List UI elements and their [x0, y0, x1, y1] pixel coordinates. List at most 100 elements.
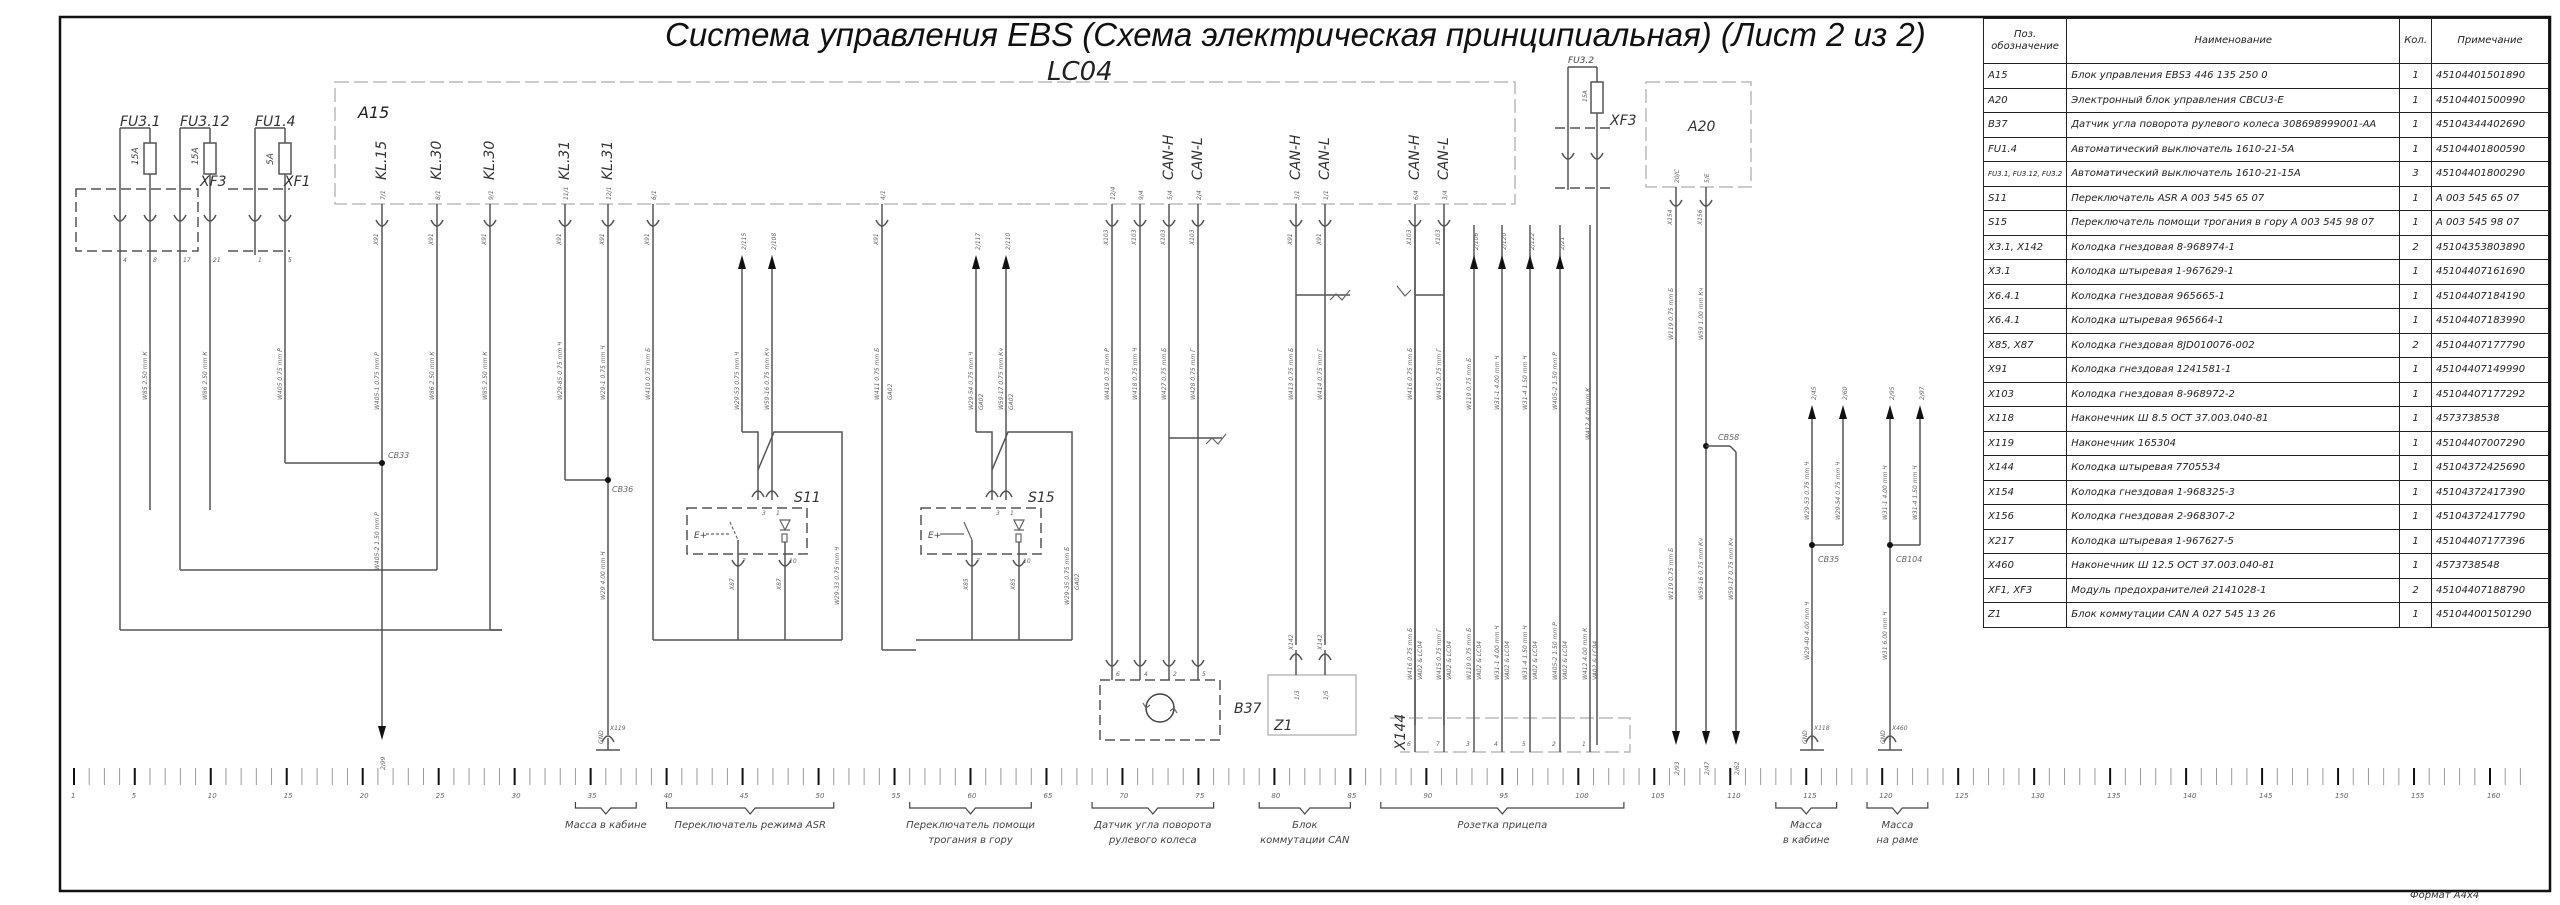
switch-label: S15 [1028, 490, 1055, 506]
wire-note: GA02 [887, 383, 894, 400]
pin-number: 7 [742, 558, 746, 565]
pin-number: 4/1 [880, 190, 887, 200]
wire-label: W31-4 1.50 mm Ч [1522, 356, 1529, 410]
bom-cell-name: Колодка гнездовая 1-968325-3 [2066, 479, 2401, 505]
wire-label: W405-2 1.50 mm Р [374, 512, 381, 570]
connector-label: X91 [481, 233, 488, 246]
wire-label: W119 0.75 mm Б [1668, 288, 1675, 340]
wire-label: W31-1 4.00 mm Ч [1494, 356, 1501, 410]
wire-label: W59 1.00 mm Кч [1698, 287, 1705, 340]
connector-label: X91 [1316, 233, 1323, 246]
bom-cell-pos: X119 [1982, 430, 2068, 456]
ruler-number: 10 [208, 792, 217, 800]
connector-socket-icon [143, 214, 157, 222]
bom-cell-qty: 1 [2399, 455, 2432, 481]
zone-brace [909, 802, 1032, 815]
ruler-number: 115 [1803, 792, 1817, 800]
ruler-number: 120 [1879, 792, 1893, 800]
pin-number: 12/4 [1110, 186, 1117, 200]
bom-cell-qty: 1 [2399, 553, 2432, 579]
bom-cell-note: 45104401500990 [2431, 87, 2549, 113]
bom-cell-note: 45104372425690 [2431, 455, 2549, 481]
ruler-number: 30 [512, 792, 521, 800]
connector-label: X154 [1667, 209, 1674, 226]
ruler-number: 45 [740, 792, 749, 800]
block-a15: A15KL.157/1X91KL.308/1X91KL.309/1X91KL.3… [334, 81, 1516, 246]
connector-label: X91 [373, 233, 380, 246]
zone-label: трогания в гору [928, 835, 1014, 846]
connector-socket-icon [1012, 559, 1026, 567]
wire-note: VA02 & LC04 [1417, 641, 1424, 680]
connector-label: X142 [1288, 634, 1295, 651]
wire-note: GA02 [1074, 573, 1081, 590]
bom-cell-qty: 1 [2399, 308, 2432, 334]
bom-cell-pos: X460 [1982, 553, 2068, 579]
bom-cell-qty: 1 [2399, 136, 2432, 162]
zone-label: рулевого колеса [1108, 835, 1197, 846]
bom-cell-qty: 2 [2399, 234, 2432, 260]
connector-socket-icon [778, 559, 792, 567]
reference-label: 2/110 [1005, 233, 1012, 250]
reference-label: 2/106 [1473, 233, 1480, 250]
wire-label: W427 0.75 mm Б [1161, 348, 1168, 400]
arrow-up-icon [1886, 405, 1894, 419]
pin-number: 10 [789, 558, 797, 565]
bom-cell-pos: X85, X87 [1982, 332, 2068, 358]
bom-cell-name: Колодка штыревая 7705534 [2066, 455, 2401, 481]
pin-number: 6/1 [651, 190, 658, 200]
pin-number: 5 [1522, 741, 1526, 748]
zone-brace [1258, 802, 1351, 815]
connector-socket-icon [601, 735, 615, 743]
arrow-down-icon [1702, 731, 1710, 745]
connector-label: X142 [1317, 634, 1324, 651]
bom-cell-pos: FU3.1, FU3.12, FU3.2 [1982, 161, 2068, 187]
pin-number: 9/1 [488, 190, 495, 200]
pin-number: 7 [976, 558, 980, 565]
reference-label: 2/120 [1501, 233, 1508, 250]
fuse-label: FU3.12 [180, 114, 230, 130]
pin-number: 3 [762, 510, 766, 517]
bom-cell-name: Колодка гнездовая 8JD010076-002 [2066, 332, 2401, 358]
bom-cell-note: A 003 545 65 07 [2431, 185, 2549, 211]
wire-label: W59-17 0.75 mm Кч [1728, 538, 1735, 600]
connector-socket-icon [999, 490, 1013, 498]
arrow-down-icon [378, 726, 386, 740]
pin-number: 1/5 [1323, 690, 1330, 700]
wire-label: W410 0.75 mm Б [645, 348, 652, 400]
fuse-rating: 15A [131, 147, 141, 165]
reference-label: 2/95 [1889, 386, 1896, 400]
wire-label: W59-16 0.75 mm Кч [1698, 538, 1705, 600]
bom-cell-pos: XF1, XF3 [1982, 577, 2068, 603]
bom-cell-name: Колодка гнездовая 965665-1 [2066, 283, 2401, 309]
pin-signal-label: KL.15 [374, 141, 390, 180]
ruler-number: 75 [1195, 792, 1204, 800]
ruler-number: 20 [360, 792, 369, 800]
ruler-number: 65 [1043, 792, 1052, 800]
bom-cell-note: 45104407177292 [2431, 381, 2549, 407]
bom-cell-name: Блок управления EBS3 446 135 250 0 [2066, 63, 2401, 89]
wire-note: VA02 & LC04 [1504, 641, 1511, 680]
bom-cell-qty: 1 [2399, 112, 2432, 138]
wire-label: W59-17 0.75 mm Кч [998, 348, 1005, 410]
bom-cell-pos: X3.1 [1982, 259, 2068, 285]
arrow-up-icon [1808, 405, 1816, 419]
ruler-number: 1 [71, 792, 75, 800]
bom-cell-note: 45104407161690 [2431, 259, 2549, 285]
zone-label: на раме [1876, 835, 1918, 846]
bom-cell-qty: 1 [2399, 87, 2432, 113]
bom-cell-note: 45104407177396 [2431, 528, 2549, 554]
ruler-number: 70 [1119, 792, 1128, 800]
wire-label: W119 0.75 mm Б [1466, 628, 1473, 680]
fuse-module-xf3-outline [75, 188, 199, 252]
wire-label: W29-54 0.75 mm Ч [1835, 462, 1842, 520]
switch-contact-icon [940, 521, 973, 541]
